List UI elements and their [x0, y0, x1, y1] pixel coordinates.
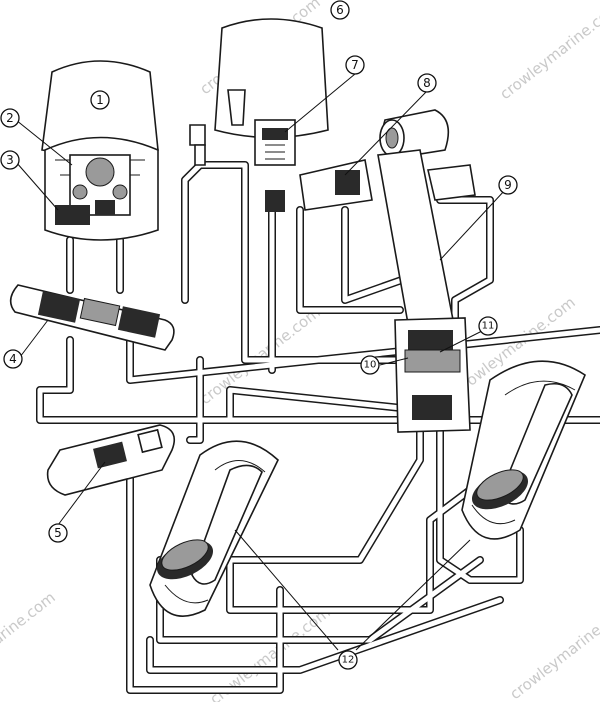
upper-right-valve-assembly: [299, 109, 476, 336]
upper-tank-assembly: [189, 18, 329, 212]
callout-3: 3: [0, 150, 20, 170]
callout-5: 5: [48, 523, 68, 543]
svg-text:12: 12: [342, 655, 355, 666]
svg-text:8: 8: [423, 76, 431, 90]
svg-text:10: 10: [364, 360, 377, 371]
callout-9: 9: [498, 175, 518, 195]
right-trim-cylinder: [461, 360, 586, 540]
lower-valve-block: [394, 317, 471, 433]
svg-text:7: 7: [351, 58, 359, 72]
svg-text:4: 4: [9, 352, 17, 366]
svg-text:11: 11: [482, 321, 495, 332]
watermark-top-right: crowleymarine.com: [496, 0, 600, 103]
reservoir-pump-assembly: [41, 60, 159, 241]
watermark-left-bottom: crowleymarine.com: [0, 588, 59, 693]
callout-11: 11: [478, 316, 498, 336]
svg-text:6: 6: [336, 3, 344, 17]
valve-body: [9, 284, 175, 351]
callout-4: 4: [3, 349, 23, 369]
svg-text:2: 2: [6, 111, 14, 125]
callout-2: 2: [0, 108, 20, 128]
leader-lines: [15, 73, 506, 651]
callout-12: 12: [338, 650, 358, 670]
svg-text:1: 1: [96, 93, 104, 107]
svg-text:9: 9: [504, 178, 512, 192]
pump-gear-icon: [85, 157, 115, 187]
accumulator: [46, 424, 176, 496]
watermark-bottom-right: crowleymarine.com: [506, 598, 600, 702]
callout-6: 6: [330, 0, 350, 20]
left-trim-cylinder: [149, 440, 279, 617]
callout-10: 10: [360, 355, 380, 375]
callout-1: 1: [90, 90, 110, 110]
svg-text:3: 3: [6, 153, 14, 167]
svg-text:5: 5: [54, 526, 62, 540]
callout-8: 8: [417, 73, 437, 93]
callout-7: 7: [345, 55, 365, 75]
